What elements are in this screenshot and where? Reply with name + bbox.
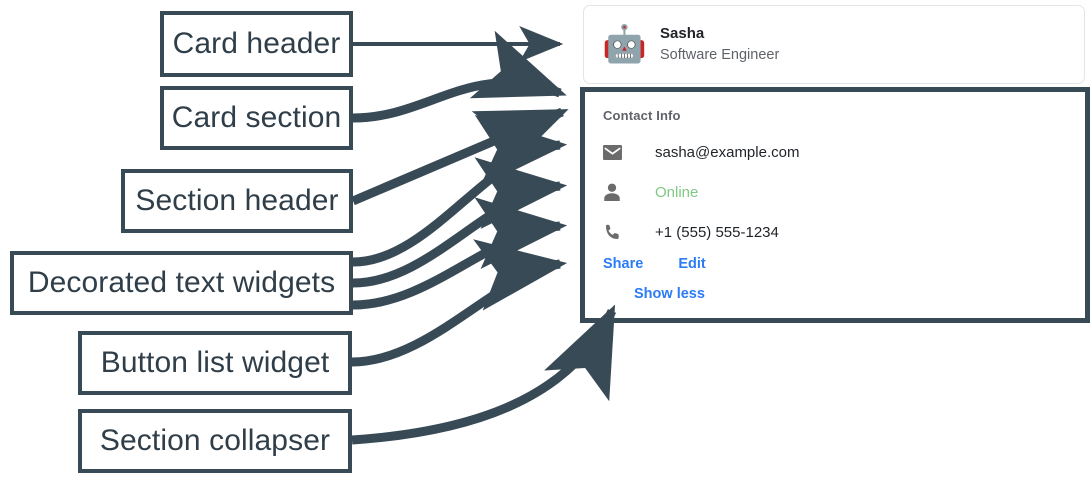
share-button[interactable]: Share [603, 256, 644, 272]
connector-decorated-text-1 [352, 115, 568, 267]
phone-icon [603, 222, 627, 244]
decorated-text-widget-status: Online [603, 176, 1085, 209]
button-list-widget: Share Edit [603, 256, 1085, 272]
person-icon [603, 182, 627, 204]
profile-card: 🤖 Sasha Software Engineer [583, 5, 1085, 84]
connector-decorated-text-3 [352, 197, 568, 310]
annotation-label-card-header: Card header [160, 11, 353, 77]
connector-section-header [351, 107, 569, 206]
robot-face-icon: 🤖 [602, 23, 647, 65]
email-value: sasha@example.com [655, 144, 800, 161]
annotation-text: Section collapser [99, 424, 331, 457]
connector-card-section [352, 30, 567, 123]
annotation-label-decorated-text-widgets: Decorated text widgets [10, 251, 353, 315]
annotation-text: Decorated text widgets [27, 266, 336, 299]
card-subtitle: Software Engineer [660, 46, 780, 63]
card-section: Contact Info sasha@example.com [580, 87, 1090, 323]
connector-section-collapser [351, 304, 617, 445]
card-title: Sasha [660, 24, 705, 42]
annotation-text: Section header [135, 184, 339, 217]
email-icon [603, 142, 627, 164]
section-header: Contact Info [603, 108, 681, 123]
decorated-text-widget-email: sasha@example.com [603, 136, 1085, 169]
annotation-text: Card header [172, 27, 341, 60]
phone-value: +1 (555) 555-1234 [655, 224, 779, 241]
connector-decorated-text-2 [352, 157, 568, 288]
decorated-text-widget-phone: +1 (555) 555-1234 [603, 216, 1085, 249]
annotation-label-section-collapser: Section collapser [78, 409, 352, 473]
annotation-text: Button list widget [100, 346, 330, 379]
card-header: 🤖 Sasha Software Engineer [584, 6, 1084, 83]
annotation-label-section-header: Section header [121, 169, 353, 233]
annotation-text: Card section [171, 101, 342, 134]
connector-button-list [351, 239, 568, 367]
annotation-label-button-list-widget: Button list widget [78, 331, 352, 395]
section-collapser: Show less [634, 285, 1085, 303]
show-less-button[interactable]: Show less [634, 286, 705, 302]
annotation-label-card-section: Card section [160, 86, 353, 150]
edit-button[interactable]: Edit [678, 256, 706, 272]
status-value: Online [655, 184, 699, 201]
